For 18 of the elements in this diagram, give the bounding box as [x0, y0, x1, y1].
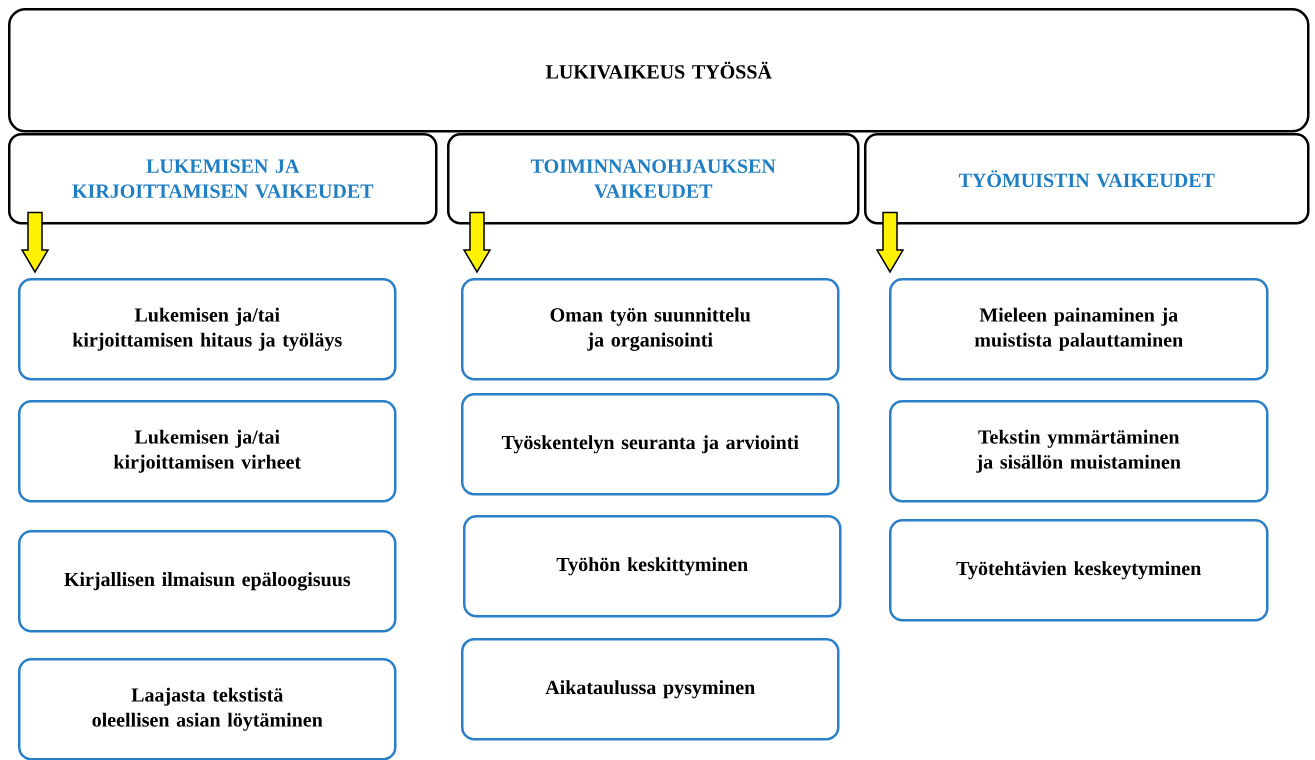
item-box: Kirjallisen ilmaisun epäloogisuus: [18, 530, 397, 633]
item-box: Työhön keskittyminen: [463, 515, 842, 618]
item-box: Työtehtävien keskeytyminen: [889, 519, 1269, 622]
category-box: TOIMINNANOHJAUKSEN VAIKEUDET: [447, 133, 860, 225]
item-box: Oman työn suunnittelu ja organisointi: [461, 278, 840, 381]
category-box: TYÖMUISTIN VAIKEUDET: [864, 133, 1310, 225]
item-box: Työskentelyn seuranta ja arviointi: [461, 393, 840, 496]
item-box: Laajasta tekstistä oleellisen asian löytäminen: [18, 658, 397, 760]
top-box: LUKIVAIKEUS TYÖSSÄ: [8, 8, 1310, 133]
arrow: [875, 211, 905, 274]
category-box: LUKEMISEN JA KIRJOITTAMISEN VAIKEUDET: [8, 133, 438, 225]
arrow: [20, 211, 50, 274]
item-box: Mieleen painaminen ja muistista palauttaminen: [889, 278, 1269, 381]
item-box: Lukemisen ja/tai kirjoittamisen hitaus ja työläys: [18, 278, 397, 381]
item-box: Lukemisen ja/tai kirjoittamisen virheet: [18, 400, 397, 503]
item-box: Tekstin ymmärtäminen ja sisällön muistaminen: [889, 400, 1269, 503]
item-box: Aikataulussa pysyminen: [461, 638, 840, 741]
arrow: [462, 211, 492, 274]
